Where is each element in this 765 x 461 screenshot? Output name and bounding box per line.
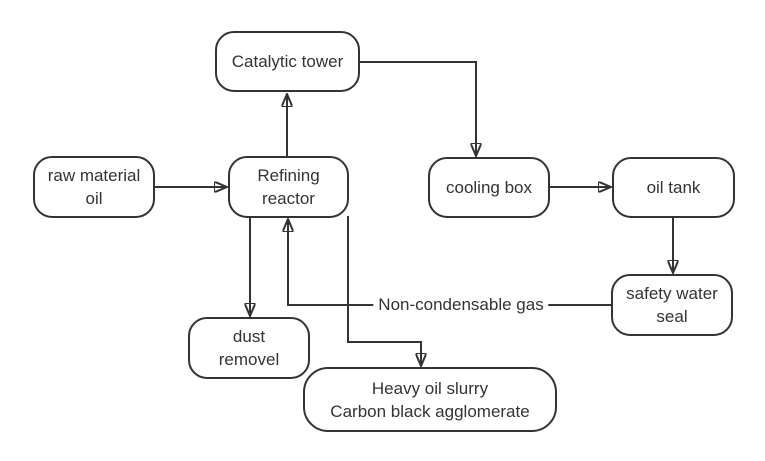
node-safety-water-seal: safety water seal [611, 274, 733, 336]
node-cooling-box: cooling box [428, 157, 550, 218]
edge-safety-water-seal-to-refining-reactor [288, 221, 611, 306]
edge-label-non-condensable-gas: Non-condensable gas [373, 295, 549, 315]
edge-refining-reactor-to-heavy-oil-slurry [347, 216, 421, 364]
node-heavy-oil-slurry: Heavy oil slurry Carbon black agglomerat… [303, 367, 557, 432]
node-catalytic-tower: Catalytic tower [215, 31, 360, 92]
node-refining-reactor: Refining reactor [228, 156, 349, 218]
node-dust-removel: dust removel [188, 317, 310, 379]
edge-catalytic-tower-to-cooling-box [359, 61, 476, 154]
node-oil-tank: oil tank [612, 157, 735, 218]
node-raw-material-oil: raw material oil [33, 156, 155, 218]
